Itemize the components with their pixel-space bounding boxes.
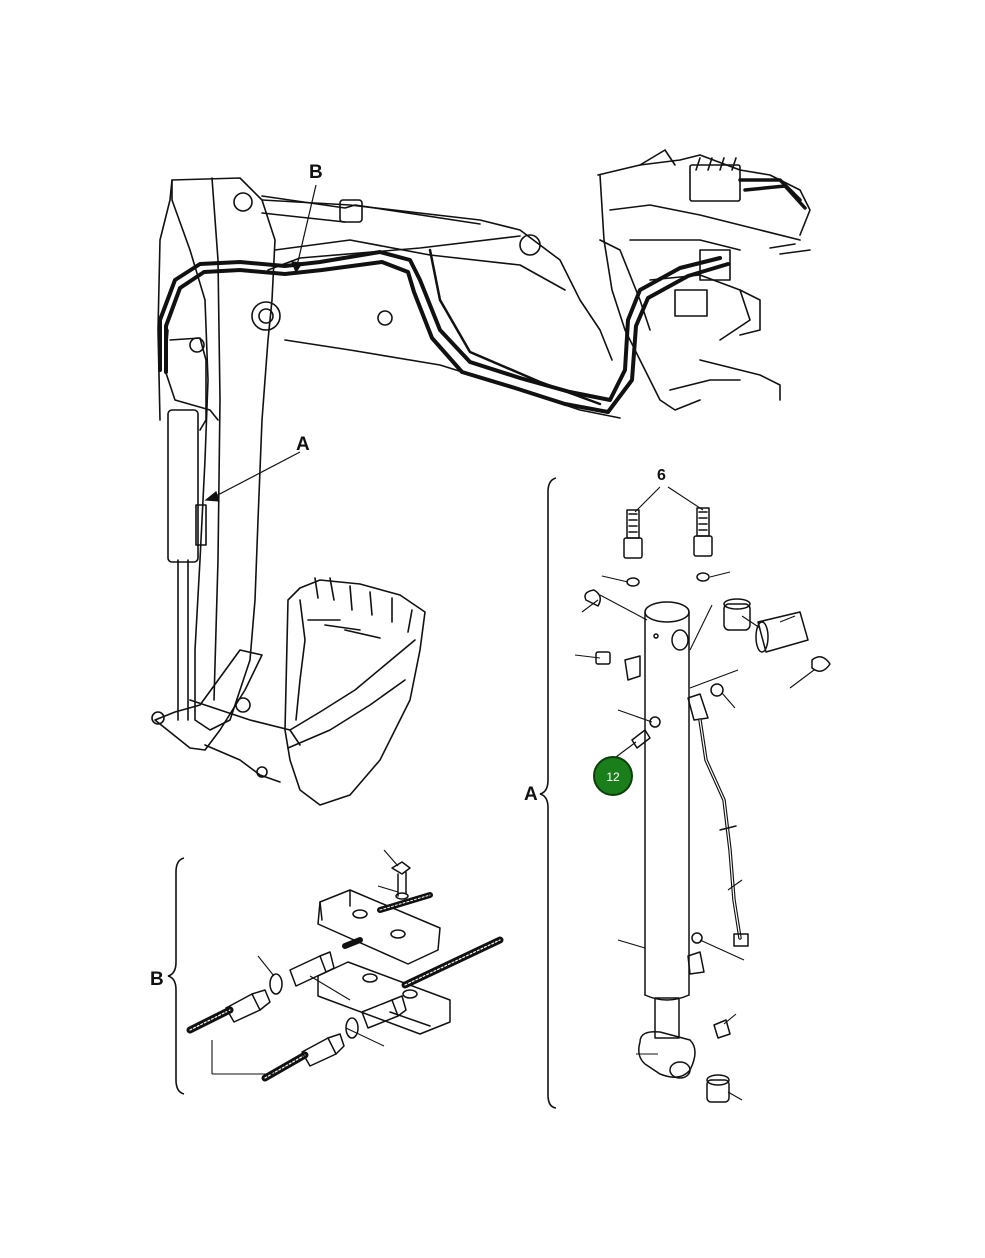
detail-b-label: B — [150, 969, 164, 990]
detail-b-illustration — [186, 861, 504, 1082]
boom-assembly-illustration — [151, 149, 811, 806]
detail-a-illustration — [584, 507, 831, 1103]
detail-a-bracket — [539, 477, 557, 1109]
item-6-label: 6 — [657, 467, 666, 484]
detail-b-bracket — [167, 857, 185, 1095]
detail-a-label: A — [524, 784, 538, 805]
view-a-callout-top: A — [296, 434, 310, 455]
callout-12[interactable]: 12 — [593, 756, 633, 796]
callout-12-circle[interactable] — [593, 756, 633, 796]
top-leader-lines — [204, 184, 317, 502]
view-b-callout-top: B — [309, 162, 323, 183]
detail-b-leader-lines — [211, 849, 399, 1075]
callout-12-number[interactable]: 12 — [606, 770, 620, 784]
detail-a-leader-lines — [574, 486, 815, 1101]
